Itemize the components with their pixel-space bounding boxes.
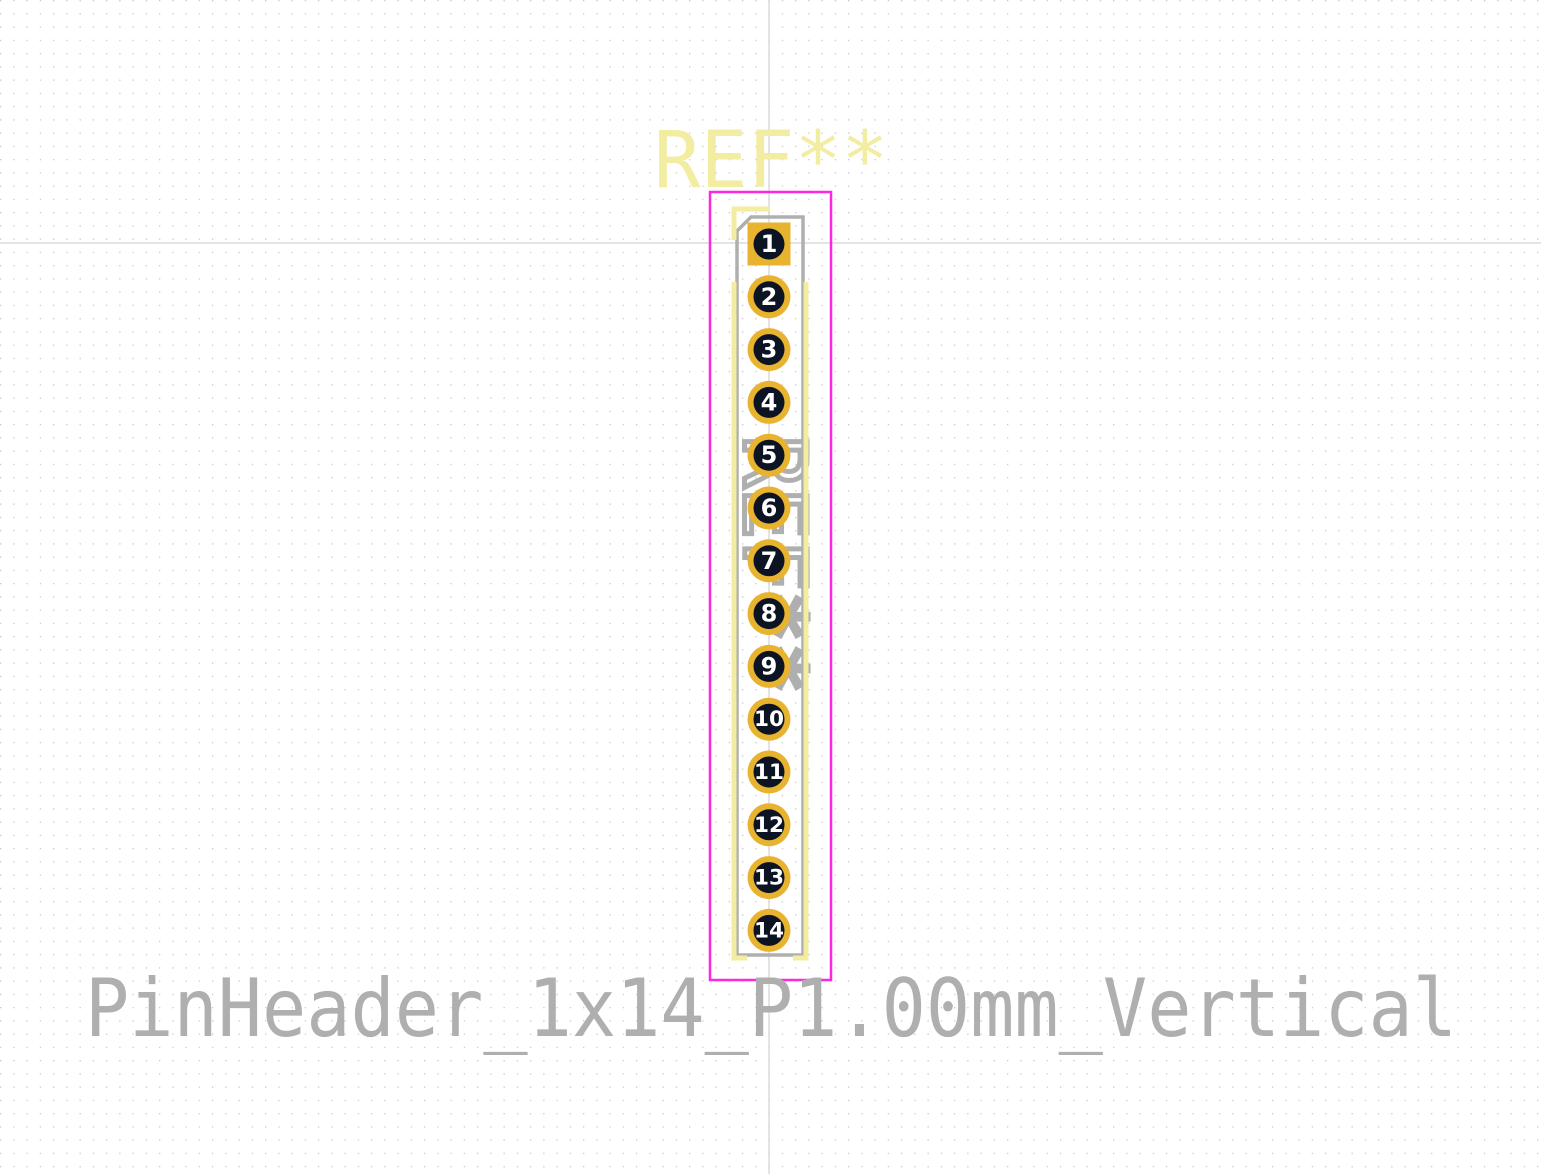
pad-drill-hole (753, 386, 785, 418)
pad-drill-hole (753, 862, 785, 894)
courtyard-outline (708, 190, 833, 982)
pad-8[interactable]: 8 (747, 592, 791, 636)
footprint-value[interactable]: PinHeader_1x14_P1.00mm_Vertical (85, 962, 1457, 1055)
pad-drill-hole (753, 703, 785, 735)
pad-10[interactable]: 10 (747, 697, 791, 741)
pad-1[interactable]: 1 (747, 222, 791, 266)
pad-2[interactable]: 2 (747, 275, 791, 319)
pad-13[interactable]: 13 (747, 856, 791, 900)
pad-number-label: 13 (754, 866, 784, 890)
pad-12[interactable]: 12 (747, 803, 791, 847)
pad-drill-hole (753, 439, 785, 471)
pad-drill-hole (753, 598, 785, 630)
silk-pin1-marker (731, 206, 769, 240)
pad-number-label: 2 (761, 283, 778, 311)
pad-number-label: 10 (754, 707, 784, 731)
pad-number-label: 4 (761, 388, 778, 416)
silk-right-edge (793, 282, 809, 961)
pad-number-label: 1 (761, 230, 778, 258)
pad-drill-hole (753, 228, 785, 260)
pad-drill-hole (753, 756, 785, 788)
pad-drill-hole (753, 334, 785, 366)
pad-drill-hole (753, 492, 785, 524)
pad-6[interactable]: 6 (747, 486, 791, 530)
silkscreen-outline (731, 206, 809, 961)
pad-number-label: 14 (754, 918, 784, 942)
pad-3[interactable]: 3 (747, 328, 791, 372)
pad-9[interactable]: 9 (747, 644, 791, 688)
reference-designator[interactable]: REF** (654, 116, 889, 206)
pad-drill-hole (753, 914, 785, 946)
pad-11[interactable]: 11 (747, 750, 791, 794)
pad-drill-hole (753, 281, 785, 313)
pad-number-label: 8 (761, 600, 778, 628)
pad-5[interactable]: 5 (747, 433, 791, 477)
pad-14[interactable]: 14 (747, 908, 791, 952)
pad-number-label: 7 (761, 547, 778, 575)
pad-number-label: 3 (761, 336, 778, 364)
pad-drill-hole (753, 545, 785, 577)
pad-number-label: 11 (754, 760, 784, 784)
silk-left-edge (731, 282, 747, 961)
pad-number-label: 12 (754, 813, 784, 837)
pad-4[interactable]: 4 (747, 380, 791, 424)
pad-drill-hole (753, 809, 785, 841)
pad-drill-hole (753, 650, 785, 682)
pad-number-label: 6 (761, 494, 778, 522)
pad-number-label: 5 (761, 441, 778, 469)
pad-number-label: 9 (761, 652, 778, 680)
pad-7[interactable]: 7 (747, 539, 791, 583)
fab-body-outline (735, 215, 805, 957)
